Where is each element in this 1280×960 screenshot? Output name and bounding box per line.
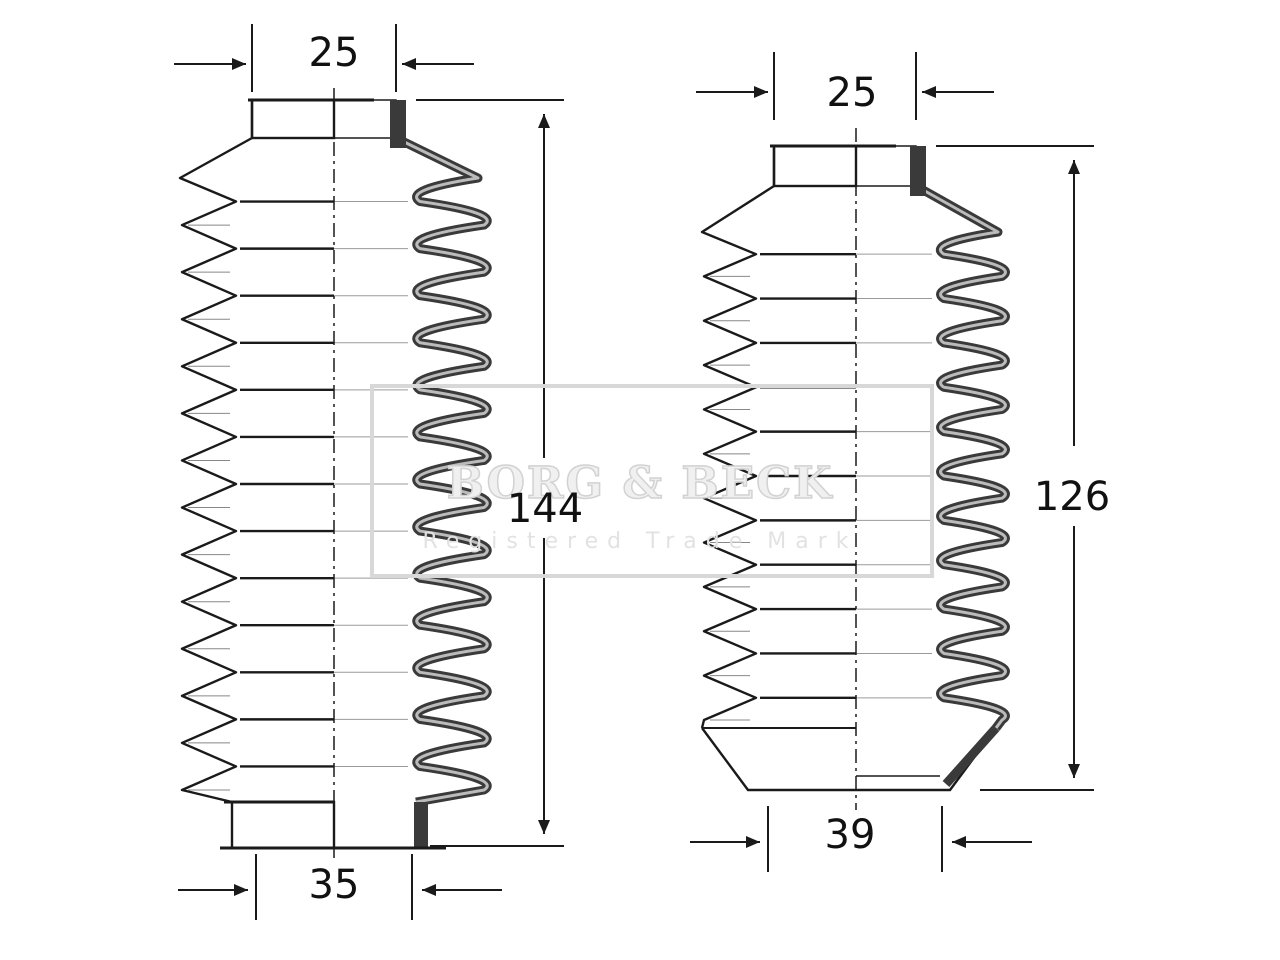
length-arrow-down-head bbox=[1068, 764, 1080, 778]
watermark-frame bbox=[370, 384, 934, 578]
top-dim-arrow-left-head bbox=[232, 58, 246, 70]
left-bottom-diameter-label: 35 bbox=[309, 862, 360, 908]
top-collar-left bbox=[772, 144, 858, 188]
right-top-diameter-label: 25 bbox=[827, 70, 878, 116]
brand-watermark: BORG & BECK Registered Trade Mark bbox=[370, 384, 934, 578]
top-collar-right bbox=[333, 99, 397, 139]
left-top-diameter-label: 25 bbox=[309, 30, 360, 76]
top-collar-section bbox=[910, 146, 926, 196]
top-collar-left bbox=[250, 98, 336, 140]
section-wall-inner bbox=[914, 146, 1007, 729]
left-length-label: 144 bbox=[507, 486, 583, 532]
section-wall-inner bbox=[394, 100, 489, 804]
top-dim-arrow-right-head bbox=[922, 86, 936, 98]
right-length-label: 126 bbox=[1034, 474, 1110, 520]
left-boot bbox=[174, 24, 564, 920]
top-collar-section bbox=[390, 100, 406, 148]
bottom-dim-arrow-right-head bbox=[422, 884, 436, 896]
bottom-dim-arrow-right-head bbox=[952, 836, 966, 848]
outer-profile bbox=[700, 146, 776, 729]
watermark-brand: BORG & BECK bbox=[447, 458, 834, 509]
top-collar-right bbox=[855, 145, 917, 187]
bottom-collar-section bbox=[414, 802, 428, 848]
length-arrow-down-head bbox=[538, 820, 550, 834]
bottom-dim-arrow-left-head bbox=[234, 884, 248, 896]
right-bottom-diameter-label: 39 bbox=[825, 812, 876, 858]
bottom-collar-left bbox=[230, 800, 336, 850]
right-boot bbox=[690, 52, 1094, 872]
bottom-dim-arrow-left-head bbox=[746, 836, 760, 848]
top-dim-arrow-right-head bbox=[402, 58, 416, 70]
watermark-tagline: Registered Trade Mark bbox=[422, 529, 857, 554]
bottom-flare-section bbox=[942, 725, 1000, 787]
length-arrow-up-head bbox=[538, 114, 550, 128]
outer-profile bbox=[178, 100, 254, 804]
length-arrow-up-head bbox=[1068, 160, 1080, 174]
top-dim-arrow-left-head bbox=[754, 86, 768, 98]
